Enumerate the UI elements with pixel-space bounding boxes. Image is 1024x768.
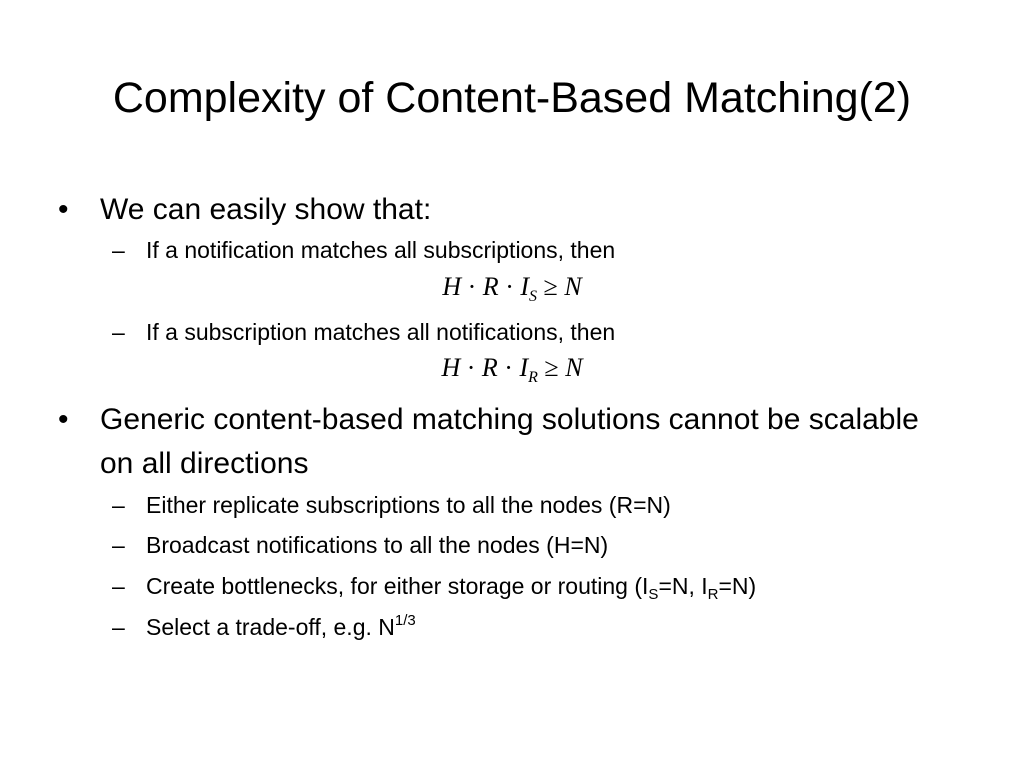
sub-item-text: If a notification matches all subscripti… — [146, 237, 616, 263]
dash-marker: – — [112, 532, 125, 558]
dash-marker: – — [112, 492, 125, 518]
bullet-item: • Generic content-based matching solutio… — [58, 398, 958, 486]
formula: H · R · IR ≥ N — [0, 351, 1024, 386]
formula-r: R — [481, 353, 498, 382]
sub-text-part: Select a trade-off, e.g. N — [146, 614, 395, 640]
formula-relation: ≥ — [544, 353, 559, 382]
sub-item: – Create bottlenecks, for either storage… — [112, 569, 972, 603]
slide-title: Complexity of Content-Based Matching(2) — [112, 74, 912, 122]
sub-item: – Either replicate subscriptions to all … — [112, 488, 972, 522]
sub-text-part: =N) — [718, 573, 757, 599]
sub-item-text: Select a trade-off, e.g. N1/3 — [146, 610, 972, 644]
bullet-item: • We can easily show that: — [58, 188, 958, 232]
sub-item-text: Broadcast notifications to all the nodes… — [146, 532, 609, 558]
sub-item: – Select a trade-off, e.g. N1/3 — [112, 610, 972, 644]
superscript: 1/3 — [394, 612, 416, 629]
formula-n: N — [565, 353, 583, 382]
dash-marker: – — [112, 319, 125, 345]
formula-n: N — [564, 272, 582, 301]
dash-marker: – — [112, 573, 125, 599]
formula: H · R · IS ≥ N — [0, 270, 1024, 305]
formula-dot: · — [504, 353, 513, 382]
formula-relation: ≥ — [543, 272, 558, 301]
sub-item: – Broadcast notifications to all the nod… — [112, 528, 972, 562]
dash-marker: – — [112, 614, 125, 640]
sub-item-text: Create bottlenecks, for either storage o… — [146, 569, 972, 603]
formula-i: I — [519, 353, 529, 382]
formula-i: I — [520, 272, 530, 301]
formula-dot: · — [467, 272, 477, 301]
dash-marker: – — [112, 237, 125, 263]
sub-item-text: If a subscription matches all notificati… — [146, 319, 616, 345]
sub-item: – If a notification matches all subscrip… — [112, 233, 972, 267]
sub-item: – If a subscription matches all notifica… — [112, 315, 972, 349]
formula-subscript: R — [528, 369, 538, 386]
sub-item-text: Either replicate subscriptions to all th… — [146, 492, 671, 518]
sub-text-part: Create bottlenecks, for either storage o… — [146, 573, 649, 599]
subscript: R — [707, 586, 719, 603]
formula-dot: · — [466, 353, 476, 382]
bullet-marker: • — [58, 193, 69, 226]
bullet-text: We can easily show that: — [100, 193, 432, 226]
formula-h: H — [441, 353, 461, 382]
formula-h: H — [442, 272, 462, 301]
subscript: S — [648, 586, 659, 603]
sub-text-part: =N, I — [658, 573, 708, 599]
formula-subscript: S — [529, 288, 538, 305]
bullet-text: Generic content-based matching solutions… — [100, 403, 919, 480]
formula-r: R — [482, 272, 499, 301]
formula-dot: · — [505, 272, 514, 301]
bullet-marker: • — [58, 403, 69, 436]
